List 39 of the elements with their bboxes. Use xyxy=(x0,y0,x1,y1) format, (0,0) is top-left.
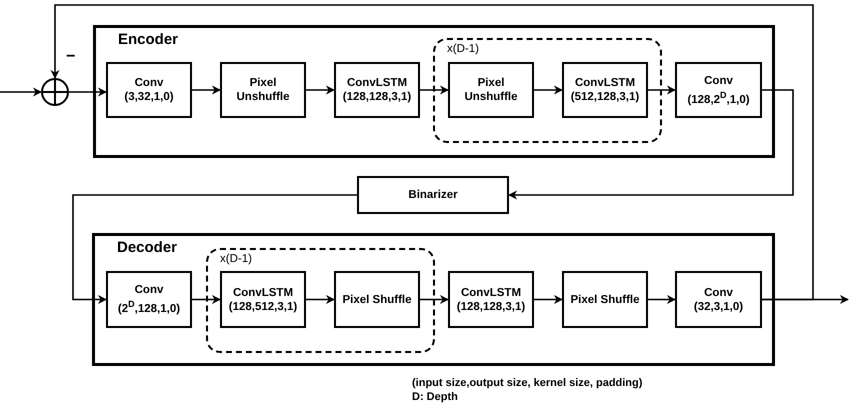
arrow xyxy=(69,88,107,96)
process-box: Pixel Shuffle xyxy=(334,271,420,328)
arrow xyxy=(0,88,42,96)
arrow xyxy=(306,86,335,94)
repeat-label: x(D-1) xyxy=(220,252,252,266)
repeat-group xyxy=(433,38,662,143)
arrow xyxy=(534,86,563,94)
process-box: Conv (128,2$^{D}$,1,0) xyxy=(675,62,762,118)
decoder-block xyxy=(92,233,775,366)
note: (input size,output size, kernel size, padding) xyxy=(412,377,642,390)
process-box: Conv (2$^{D}$,128,1,0) xyxy=(106,271,192,328)
process-box: ConvLSTM (128,128,3,1) xyxy=(334,62,420,118)
process-box: Pixel Shuffle xyxy=(562,271,648,328)
arrow xyxy=(420,295,449,304)
arrow xyxy=(192,295,221,304)
process-box: Binarizer xyxy=(357,176,509,214)
process-box: ConvLSTM (512,128,3,1) xyxy=(562,62,648,118)
arrow xyxy=(648,295,676,304)
repeat-label: x(D-1) xyxy=(447,42,479,56)
block-title: Decoder xyxy=(117,241,178,255)
process-box: Pixel Unshuffle xyxy=(448,62,534,118)
note: D: Depth xyxy=(412,391,458,404)
process-box: Pixel Unshuffle xyxy=(220,62,306,118)
process-box: Conv (32,3,1,0) xyxy=(675,271,762,328)
process-box: ConvLSTM (128,512,3,1) xyxy=(220,271,306,328)
arrow xyxy=(534,295,563,304)
block-title: Encoder xyxy=(118,33,178,47)
summing-junction xyxy=(41,78,69,106)
arrow xyxy=(192,86,221,94)
arrow xyxy=(306,295,335,304)
arrow xyxy=(72,194,357,304)
process-box: ConvLSTM (128,128,3,1) xyxy=(448,271,534,328)
arrow xyxy=(508,89,794,200)
arrow xyxy=(420,86,449,94)
repeat-group xyxy=(206,248,435,353)
encoder-block xyxy=(93,25,775,158)
process-box: Conv (3,32,1,0) xyxy=(106,62,192,118)
arrow xyxy=(648,86,676,94)
arrow xyxy=(50,4,814,300)
